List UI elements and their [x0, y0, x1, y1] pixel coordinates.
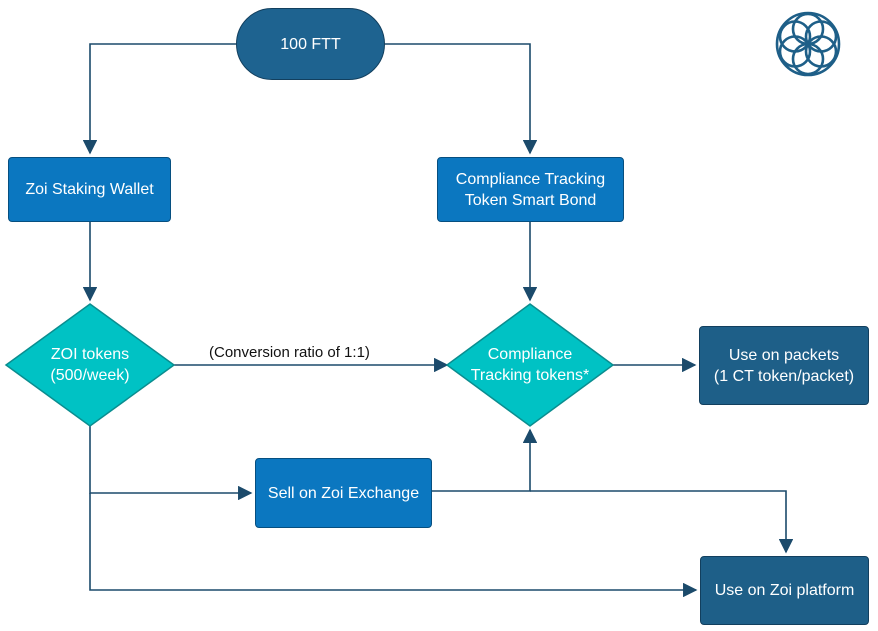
- use-on-zoi-platform-label: Use on Zoi platform: [714, 582, 855, 599]
- zoi-staking-wallet-box: Zoi Staking Wallet: [8, 157, 171, 222]
- ct-tokens-diamond: [445, 303, 615, 427]
- use-on-packets-box: Use on packets (1 CT token/packet): [699, 326, 869, 405]
- ct-smart-bond-line2: Token Smart Bond: [464, 191, 597, 209]
- sell-on-zoi-exchange-label: Sell on Zoi Exchange: [267, 484, 420, 502]
- ct-smart-bond-line1: Compliance Tracking: [455, 170, 606, 188]
- edge-zoi-to-sell: [89, 426, 253, 501]
- conversion-ratio-label: (Conversion ratio of 1:1): [209, 344, 370, 361]
- use-on-zoi-platform-box: Use on Zoi platform: [700, 556, 869, 625]
- ct-tokens-line2: Tracking tokens*: [470, 367, 590, 384]
- use-on-packets-line2: (1 CT token/packet): [713, 367, 855, 385]
- ct-smart-bond-box: Compliance Tracking Token Smart Bond: [437, 157, 624, 222]
- edge-sell-to-ct: [432, 428, 538, 492]
- connectors: [82, 43, 794, 598]
- edge-sell-to-platform: [530, 490, 794, 554]
- zoi-staking-wallet-label: Zoi Staking Wallet: [25, 181, 154, 198]
- edge-zoi-to-platform: [89, 493, 698, 598]
- zoi-tokens-line2: (500/week): [50, 367, 130, 384]
- ct-tokens-line1: Compliance: [487, 346, 573, 363]
- zoi-tokens-line1: ZOI tokens: [50, 346, 130, 363]
- edge-start-to-staking: [82, 43, 236, 155]
- use-on-packets-line1: Use on packets: [728, 346, 840, 364]
- ct-tokens-text: Compliance Tracking tokens*: [450, 344, 610, 386]
- seed-of-life-logo-icon: [775, 11, 841, 77]
- start-node-label: 100 FTT: [280, 35, 341, 53]
- zoi-tokens-diamond: [4, 303, 176, 427]
- edge-start-to-bond: [385, 43, 538, 155]
- start-node-100-ftt: 100 FTT: [236, 8, 385, 80]
- zoi-tokens-text: ZOI tokens (500/week): [10, 344, 170, 386]
- conversion-ratio-text: (Conversion ratio of 1:1): [209, 344, 370, 361]
- sell-on-zoi-exchange-box: Sell on Zoi Exchange: [255, 458, 432, 528]
